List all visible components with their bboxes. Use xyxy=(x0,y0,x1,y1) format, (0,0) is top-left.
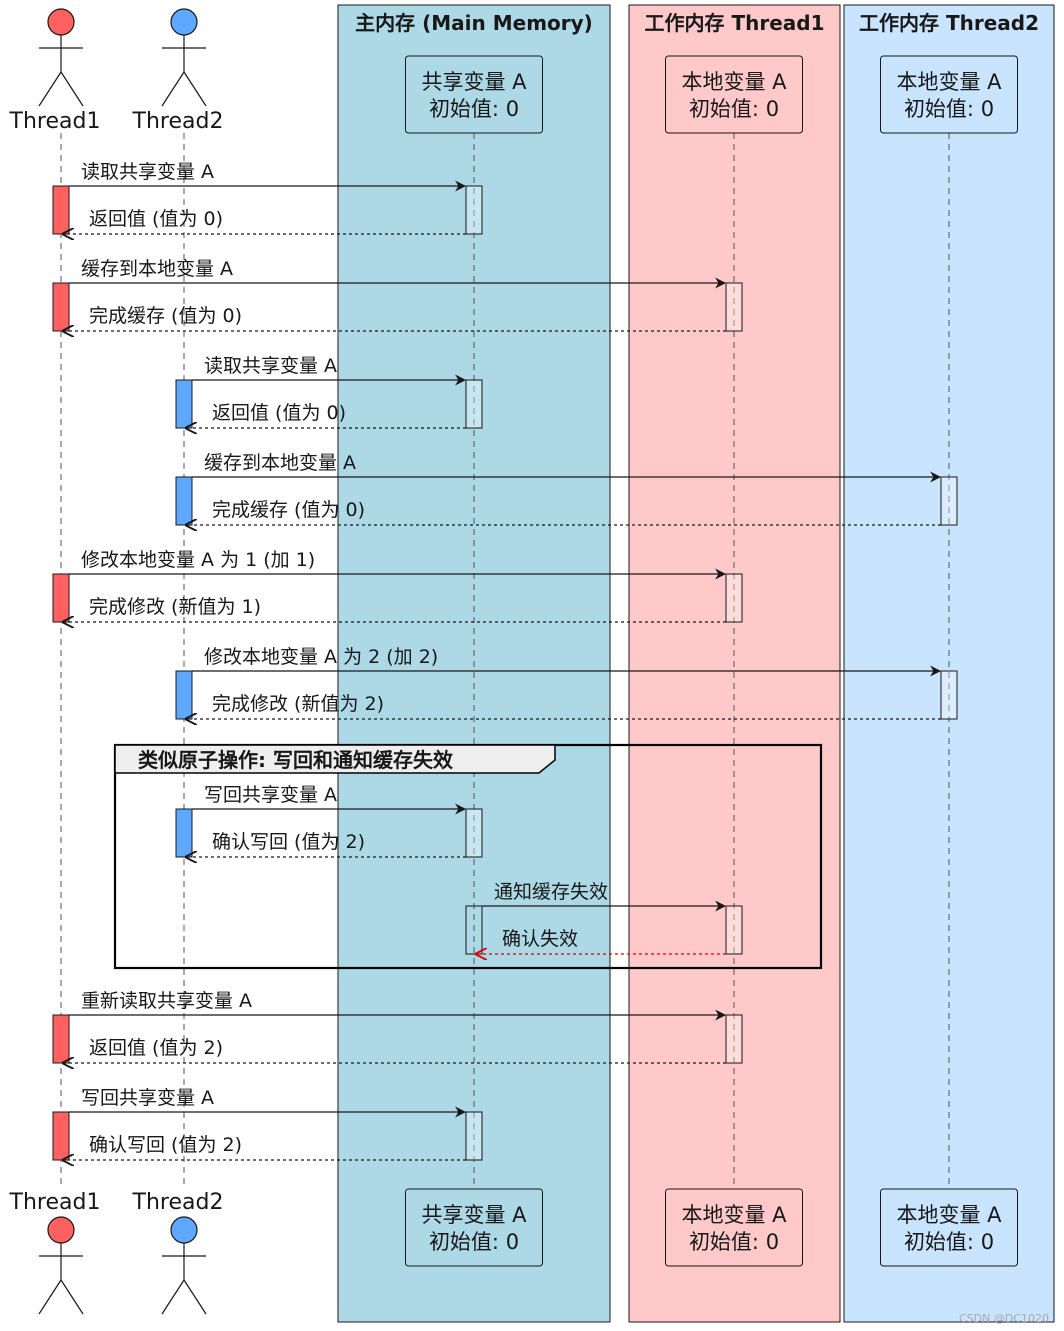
call-label: 修改本地变量 A 为 1 (加 1) xyxy=(81,549,315,571)
message-1: 缓存到本地变量 A 完成缓存 (值为 0) xyxy=(63,258,727,331)
activation-bar xyxy=(52,573,70,623)
activation-bar xyxy=(52,1111,70,1161)
participant-name: 本地变量 A xyxy=(896,70,1002,94)
call-label: 重新读取共享变量 A xyxy=(81,990,252,1012)
activation-bar xyxy=(175,808,193,858)
participant-name: 共享变量 A xyxy=(421,70,527,94)
actor-body-icon xyxy=(161,1243,207,1315)
message-2: 读取共享变量 A 返回值 (值为 0) xyxy=(186,355,467,428)
actor-t2-top: Thread2 xyxy=(132,8,224,134)
activation-bar xyxy=(465,905,483,955)
group-title: 类似原子操作: 写回和通知缓存失效 xyxy=(138,748,453,772)
actor-label: Thread2 xyxy=(132,1190,224,1215)
participant-local2-bottom: 本地变量 A 初始值: 0 xyxy=(880,1188,1018,1267)
reply-label: 完成缓存 (值为 0) xyxy=(89,305,242,327)
activation-bar xyxy=(52,282,70,332)
actor-label: Thread1 xyxy=(9,1190,101,1215)
actor-head-icon xyxy=(47,8,75,36)
activation-bar xyxy=(725,905,743,955)
activation-bar xyxy=(52,185,70,235)
actor-head-icon xyxy=(170,8,198,36)
message-3: 缓存到本地变量 A 完成缓存 (值为 0) xyxy=(186,452,942,525)
activation-bar xyxy=(940,476,958,526)
call-label: 修改本地变量 A 为 2 (加 2) xyxy=(204,646,438,668)
reply-label: 确认写回 (值为 2) xyxy=(89,1134,242,1156)
participant-box xyxy=(405,1188,543,1267)
activation-bar xyxy=(175,379,193,429)
participant-name: 本地变量 A xyxy=(681,70,787,94)
message-0: 读取共享变量 A 返回值 (值为 0) xyxy=(63,161,467,234)
watermark: CSDN @DC1020 xyxy=(959,1312,1049,1325)
message-8: 重新读取共享变量 A 返回值 (值为 2) xyxy=(63,990,727,1063)
reply-label: 完成缓存 (值为 0) xyxy=(212,499,365,521)
activation-bar xyxy=(465,185,483,235)
reply-label: 完成修改 (新值为 2) xyxy=(212,693,384,715)
participant-name: 共享变量 A xyxy=(421,1203,527,1227)
call-label: 通知缓存失效 xyxy=(494,881,608,903)
group-frame: 类似原子操作: 写回和通知缓存失效 xyxy=(113,743,823,970)
activation-bar xyxy=(465,379,483,429)
participant-initial: 初始值: 0 xyxy=(429,1230,519,1254)
activation-bar xyxy=(725,282,743,332)
actor-t1-bottom: Thread1 xyxy=(9,1190,101,1315)
actor-body-icon xyxy=(161,35,207,107)
call-label: 读取共享变量 A xyxy=(81,161,214,183)
box-title-main: 主内存 (Main Memory) xyxy=(355,11,593,35)
message-4: 修改本地变量 A 为 1 (加 1) 完成修改 (新值为 1) xyxy=(63,549,727,622)
participant-shared-bottom: 共享变量 A 初始值: 0 xyxy=(405,1188,543,1267)
actor-t2-bottom: Thread2 xyxy=(132,1190,224,1315)
activation-bar xyxy=(465,1111,483,1161)
participant-box xyxy=(665,1188,803,1267)
participant-initial: 初始值: 0 xyxy=(429,97,519,121)
call-label: 写回共享变量 A xyxy=(81,1087,214,1109)
reply-label: 确认写回 (值为 2) xyxy=(212,831,365,853)
participant-box xyxy=(665,55,803,134)
actor-label: Thread2 xyxy=(132,109,224,134)
activation-bar xyxy=(940,670,958,720)
activation-bar xyxy=(725,573,743,623)
message-6: 写回共享变量 A 确认写回 (值为 2) xyxy=(186,784,467,857)
actor-head-icon xyxy=(47,1216,75,1244)
reply-label: 返回值 (值为 0) xyxy=(89,208,223,230)
reply-label: 返回值 (值为 2) xyxy=(89,1037,223,1059)
activation-bar xyxy=(52,1014,70,1064)
participant-box xyxy=(405,55,543,134)
actor-label: Thread1 xyxy=(9,109,101,134)
activation-bar xyxy=(725,1014,743,1064)
participant-name: 本地变量 A xyxy=(681,1203,787,1227)
participant-initial: 初始值: 0 xyxy=(689,97,779,121)
message-9: 写回共享变量 A 确认写回 (值为 2) xyxy=(63,1087,467,1160)
participant-local1-top: 本地变量 A 初始值: 0 xyxy=(665,55,803,134)
box-title-wt1: 工作内存 Thread1 xyxy=(645,11,825,35)
participant-local2-top: 本地变量 A 初始值: 0 xyxy=(880,55,1018,134)
reply-label: 返回值 (值为 0) xyxy=(212,402,346,424)
activation-bar xyxy=(175,476,193,526)
participant-name: 本地变量 A xyxy=(896,1203,1002,1227)
participant-box xyxy=(880,55,1018,134)
reply-label: 确认失效 xyxy=(502,928,578,950)
reply-label: 完成修改 (新值为 1) xyxy=(89,596,261,618)
participant-shared-top: 共享变量 A 初始值: 0 xyxy=(405,55,543,134)
call-label: 读取共享变量 A xyxy=(204,355,337,377)
box-title-wt2: 工作内存 Thread2 xyxy=(859,11,1039,35)
participant-initial: 初始值: 0 xyxy=(904,97,994,121)
call-label: 缓存到本地变量 A xyxy=(204,452,356,474)
participant-box xyxy=(880,1188,1018,1267)
activation-bar xyxy=(465,808,483,858)
actor-t1-top: Thread1 xyxy=(9,8,101,134)
participant-local1-bottom: 本地变量 A 初始值: 0 xyxy=(665,1188,803,1267)
group-tab xyxy=(114,744,556,774)
participant-initial: 初始值: 0 xyxy=(689,1230,779,1254)
actor-body-icon xyxy=(38,35,84,107)
message-5: 修改本地变量 A 为 2 (加 2) 完成修改 (新值为 2) xyxy=(186,646,942,719)
activation-bar xyxy=(175,670,193,720)
actor-head-icon xyxy=(170,1216,198,1244)
call-label: 缓存到本地变量 A xyxy=(81,258,233,280)
actor-body-icon xyxy=(38,1243,84,1315)
participant-initial: 初始值: 0 xyxy=(904,1230,994,1254)
call-label: 写回共享变量 A xyxy=(204,784,337,806)
